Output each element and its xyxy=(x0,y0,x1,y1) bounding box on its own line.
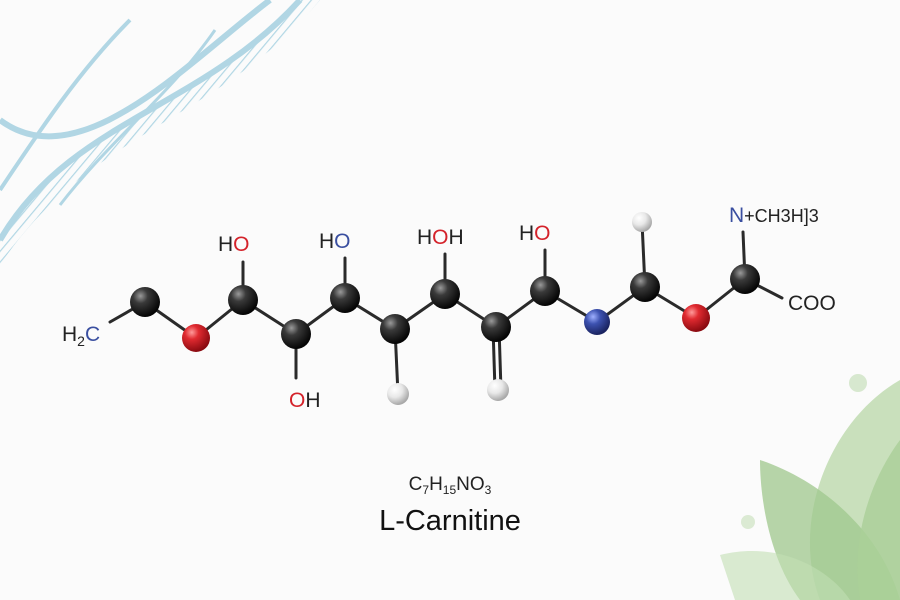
carbon-atom xyxy=(330,283,360,313)
label-coo: COO xyxy=(788,292,836,315)
oxygen-atom xyxy=(682,304,710,332)
carbon-atom xyxy=(730,264,760,294)
nitrogen-atom xyxy=(584,309,610,335)
carbon-atom xyxy=(530,276,560,306)
carbon-atom xyxy=(228,285,258,315)
label-ho-1: HO xyxy=(218,233,250,256)
dna-helix-decoration xyxy=(0,0,320,265)
hydrogen-atom xyxy=(632,212,652,232)
oxygen-atom xyxy=(182,324,210,352)
carbon-atom xyxy=(130,287,160,317)
hydrogen-atom xyxy=(487,379,509,401)
label-n-group: N+CH3H]3 xyxy=(729,204,819,227)
leaf-decoration xyxy=(720,374,900,600)
carbon-atom xyxy=(630,272,660,302)
compound-name: L-Carnitine xyxy=(379,505,521,537)
carbon-atom xyxy=(430,279,460,309)
atoms-layer xyxy=(130,212,760,405)
carbon-atom xyxy=(380,314,410,344)
label-oh-bottom: OH xyxy=(289,389,321,412)
label-ho-2: HO xyxy=(319,230,351,253)
hydrogen-atom xyxy=(387,383,409,405)
label-hoh: HOH xyxy=(417,226,464,249)
carbon-atom xyxy=(281,319,311,349)
carbon-atom xyxy=(481,312,511,342)
label-h2c: H2C xyxy=(62,323,100,349)
molecular-formula: C7H15NO3 xyxy=(408,474,492,497)
label-ho-3: HO xyxy=(519,222,551,245)
